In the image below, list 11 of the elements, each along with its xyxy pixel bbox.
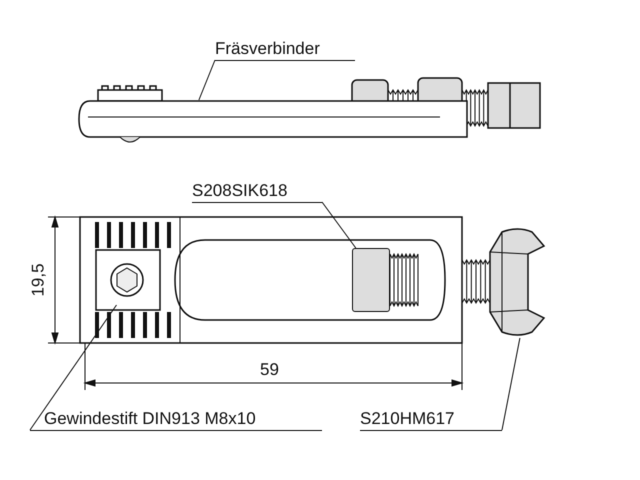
part-label: S210HM617 (360, 408, 502, 431)
leader-line (198, 60, 216, 100)
leader-line (502, 338, 520, 430)
part-label: S208SIK618 (192, 180, 322, 203)
dimension-label: 59 (260, 360, 279, 380)
part-label: Gewindestift DIN913 M8x10 (30, 408, 322, 431)
part-label: Fräsverbinder (215, 38, 355, 61)
leader-line (322, 202, 356, 248)
leader-line (30, 304, 117, 430)
dimension-label: 19,5 (28, 263, 49, 297)
nut-block (352, 248, 390, 312)
